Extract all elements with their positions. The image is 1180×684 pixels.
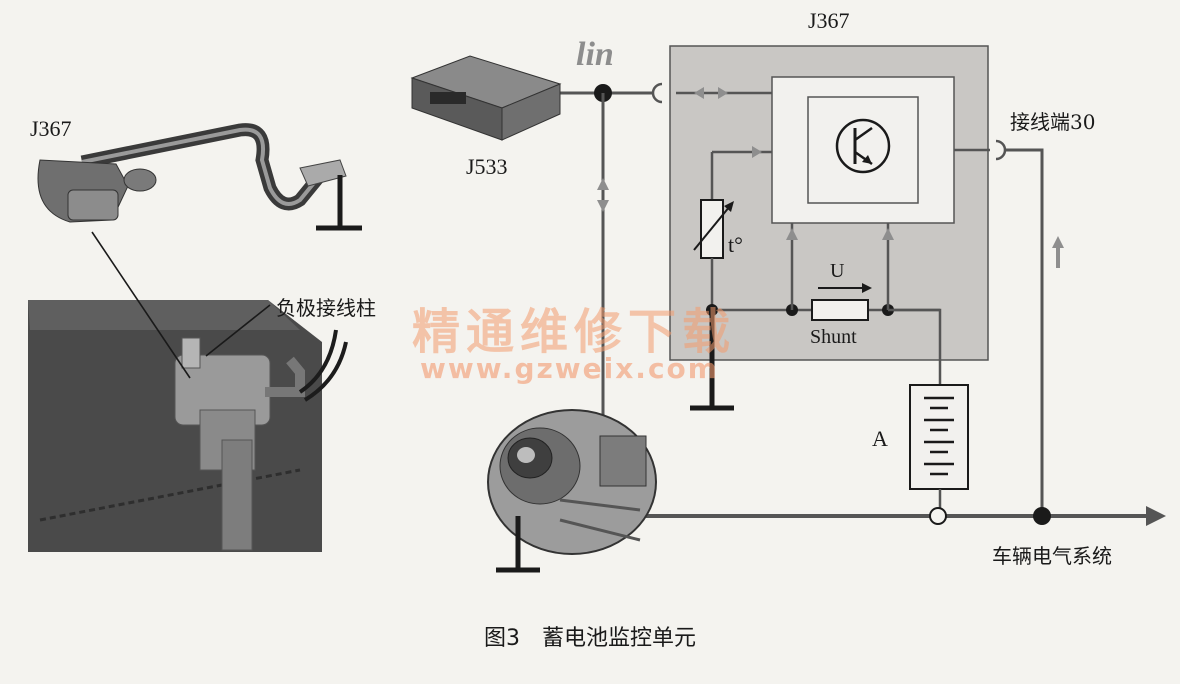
temp-label: t° xyxy=(728,232,743,257)
battery-photo xyxy=(28,300,348,552)
negative-terminal-post xyxy=(181,337,201,369)
sensor-clamp-photo xyxy=(67,189,119,221)
thermistor-arrowhead xyxy=(724,201,734,212)
tap-left-arrow xyxy=(786,228,798,240)
battery-symbol xyxy=(909,384,969,490)
vertical-arrow-down xyxy=(597,200,609,212)
battery-seam xyxy=(39,468,301,522)
photo-j367-label: J367 xyxy=(30,116,72,141)
black-wire-1 xyxy=(298,329,338,394)
lin-arrow-right xyxy=(718,87,728,99)
cable-lug xyxy=(299,159,347,187)
t30-node xyxy=(1033,507,1051,525)
u-arrow-head xyxy=(862,283,872,293)
battery-label: A xyxy=(872,426,888,451)
voltage-label: U xyxy=(830,260,845,282)
vehicle-system-label: 车辆电气系统 xyxy=(992,544,1112,568)
transistor-block xyxy=(807,96,919,204)
thermistor-slash xyxy=(693,205,731,251)
shunt-to-battery-wire xyxy=(888,308,942,385)
schematic-j367-label: J367 xyxy=(808,8,850,33)
leader-line-terminal xyxy=(205,304,271,357)
tap-right-arrow xyxy=(882,228,894,240)
t30-wire xyxy=(1004,148,1044,516)
sensor-photo xyxy=(37,123,362,231)
temp-arrow xyxy=(752,146,762,158)
lin-arrow-left xyxy=(694,87,704,99)
sensor-cable-highlight xyxy=(81,127,320,206)
transistor-icon xyxy=(835,118,891,174)
black-wire-2 xyxy=(303,341,348,402)
figure-caption: 图3 蓄电池监控单元 xyxy=(484,626,696,651)
cable-down xyxy=(221,439,253,551)
watermark-url: www.gzweix.com xyxy=(420,352,719,385)
j533-gateway xyxy=(410,55,562,141)
shunt-resistor xyxy=(811,299,869,321)
lin-connector xyxy=(651,82,663,104)
j533-label: J533 xyxy=(466,154,508,179)
battery-node xyxy=(929,507,947,525)
sensor-bolt xyxy=(123,168,157,192)
main-bus-arrow xyxy=(1146,506,1166,526)
negative-terminal-label: 负极接线柱 xyxy=(276,296,376,320)
lin-label: lin xyxy=(576,36,614,73)
battery-cells xyxy=(924,396,954,476)
t30-arrow xyxy=(1052,236,1064,248)
leader-line-j367 xyxy=(91,231,191,379)
watermark-text: 精通维修下载 xyxy=(412,304,737,360)
terminal30-label: 接线端30 xyxy=(1010,110,1096,134)
battery-top xyxy=(28,300,300,330)
shunt-label: Shunt xyxy=(810,326,857,348)
alternator xyxy=(487,409,657,555)
vertical-arrow-up xyxy=(597,178,609,190)
cable-stub xyxy=(265,356,305,397)
t30-connector xyxy=(995,139,1007,161)
